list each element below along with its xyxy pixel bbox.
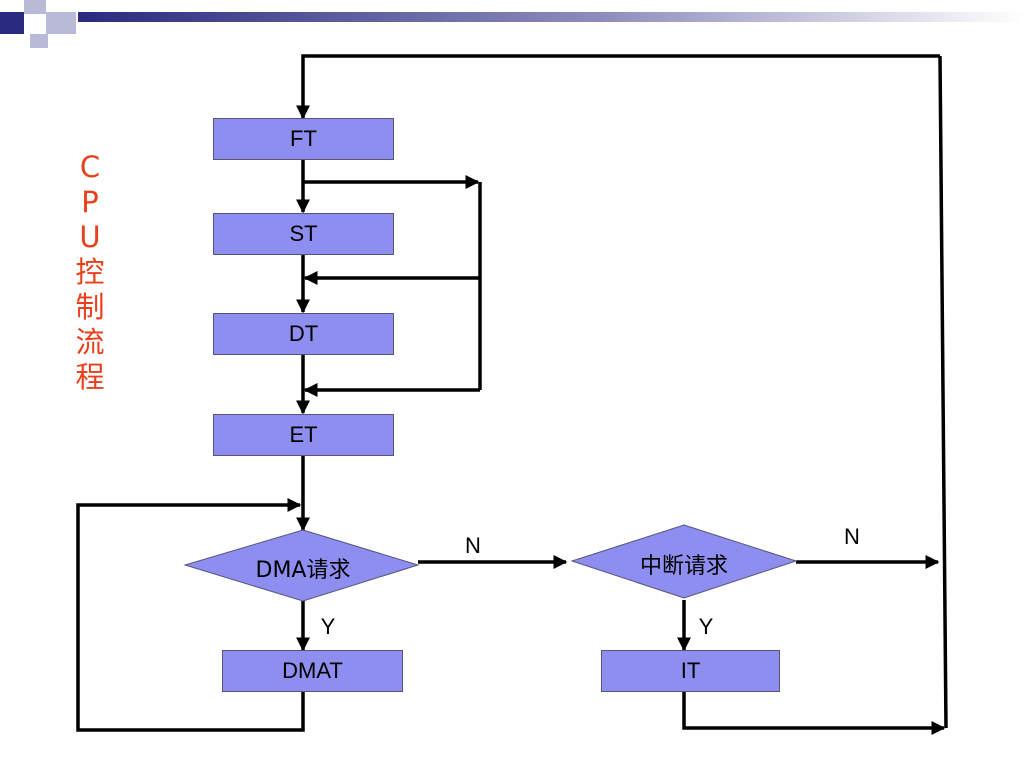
edge-return-top xyxy=(296,54,940,120)
node-dt-label: DT xyxy=(288,321,319,346)
node-dmat-label: DMAT xyxy=(282,658,343,683)
node-ft: FT xyxy=(213,118,394,160)
dma-yes-label: Y xyxy=(320,614,336,639)
slide-header-bar xyxy=(0,0,1024,48)
node-st-label: ST xyxy=(289,221,318,246)
node-dmat: DMAT xyxy=(222,650,403,692)
node-it-label: IT xyxy=(680,658,701,683)
vertical-title: C P U 控 制 流 程 xyxy=(64,150,116,395)
title-char: 制 xyxy=(75,290,105,324)
title-char: 程 xyxy=(75,360,105,394)
edge-right-rail xyxy=(938,55,948,729)
title-char: P xyxy=(81,185,99,219)
header-square-dark xyxy=(0,12,24,34)
edge-dmat-loop xyxy=(76,498,305,732)
node-et-label: ET xyxy=(289,422,318,447)
title-char: 流 xyxy=(75,325,105,359)
node-ft-label: FT xyxy=(290,126,317,151)
title-char: U xyxy=(79,220,101,254)
header-square-light-3 xyxy=(30,34,48,48)
dma-request-label: DMA请求 xyxy=(255,558,351,583)
interrupt-request-label: 中断请求 xyxy=(639,554,728,579)
title-char: C xyxy=(79,150,101,184)
interrupt-request-diamond xyxy=(570,524,798,599)
dma-request-diamond xyxy=(183,529,420,602)
node-et: ET xyxy=(213,414,394,456)
node-st: ST xyxy=(213,213,394,255)
header-square-light-2 xyxy=(46,12,76,34)
edge-it-return xyxy=(682,692,946,735)
int-yes-label: Y xyxy=(698,614,714,639)
int-no-label: N xyxy=(844,524,860,549)
header-square-light xyxy=(24,0,46,14)
node-it: IT xyxy=(601,650,780,692)
title-char: 控 xyxy=(75,255,105,289)
dma-no-label: N xyxy=(465,533,481,558)
node-dt: DT xyxy=(213,313,394,355)
